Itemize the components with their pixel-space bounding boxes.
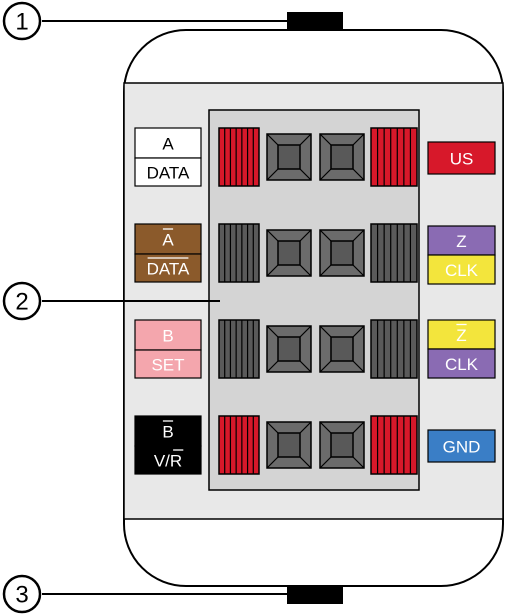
screw-opening: [266, 325, 312, 373]
spring-clamp: [370, 223, 418, 283]
right-label-text: GND: [443, 438, 481, 457]
callout-3-number: 3: [15, 582, 28, 609]
left-label-bottom: SET: [134, 349, 202, 379]
spring-clamp: [218, 127, 260, 187]
right-label: GND: [427, 429, 496, 463]
right-label-bottom-text: CLK: [445, 355, 479, 374]
terminal-rows: [218, 127, 418, 475]
left-label-top-text: A: [162, 135, 174, 154]
top-tab: [287, 12, 343, 30]
right-label-top-text: Z: [456, 232, 466, 251]
bottom-tab: [287, 586, 343, 604]
terminal-row: [218, 319, 418, 379]
left-label-top: A: [134, 127, 202, 159]
terminal-row: [218, 223, 418, 283]
spring-clamp: [218, 223, 260, 283]
left-label-column: A DATA A DATA B SET B V/R: [134, 127, 202, 475]
left-label-bottom-text: V/R: [154, 452, 182, 471]
right-label-top: Z: [427, 319, 496, 350]
left-label-bottom-text: DATA: [147, 260, 190, 279]
screw-opening: [319, 421, 365, 469]
spring-clamp: [370, 127, 418, 187]
spring-clamp: [218, 415, 260, 475]
left-label-bottom-text: SET: [151, 356, 184, 375]
spring-clamp: [370, 415, 418, 475]
screw-opening: [319, 325, 365, 373]
right-label-top: Z: [427, 225, 496, 256]
spring-clamp: [218, 319, 260, 379]
left-label-top: A: [134, 223, 202, 255]
screw-opening: [266, 133, 312, 181]
right-label-bottom: CLK: [427, 348, 496, 379]
terminal-row: [218, 415, 418, 475]
right-label-bottom: CLK: [427, 254, 496, 285]
left-label-top: B: [134, 319, 202, 351]
callout-2: 2: [2, 281, 42, 321]
screw-opening: [266, 421, 312, 469]
right-label-column: US Z CLK Z CLK GND: [427, 141, 496, 463]
left-label-bottom: V/R: [134, 445, 202, 475]
right-label-top-text: Z: [456, 326, 466, 345]
left-label-top-text: B: [162, 327, 173, 346]
right-label-text: US: [450, 150, 474, 169]
terminal-row: [218, 127, 418, 187]
screw-opening: [266, 229, 312, 277]
callout-3: 3: [2, 574, 42, 614]
spring-clamp: [370, 319, 418, 379]
callout-1-number: 1: [15, 9, 28, 36]
left-label-top-text: B: [162, 423, 173, 442]
right-label: US: [427, 141, 496, 175]
left-label-bottom-text: DATA: [147, 164, 190, 183]
callout-1: 1: [2, 1, 42, 41]
left-label-top: B: [134, 415, 202, 447]
screw-opening: [319, 229, 365, 277]
callout-2-number: 2: [15, 289, 28, 316]
screw-opening: [319, 133, 365, 181]
right-label-bottom-text: CLK: [445, 261, 479, 280]
left-label-bottom: DATA: [134, 157, 202, 187]
left-label-top-text: A: [162, 231, 174, 250]
left-label-bottom: DATA: [134, 253, 202, 283]
